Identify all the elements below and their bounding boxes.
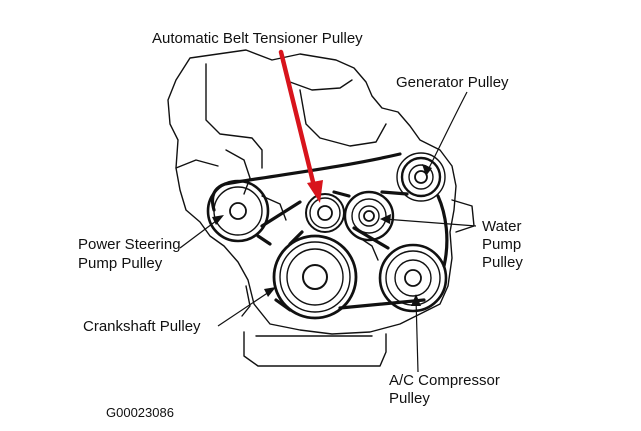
power-steering-label-line1: Power Steering [78, 236, 181, 253]
power-steering-leader [179, 217, 221, 249]
ac-compressor-leader [415, 297, 419, 373]
head-detail [281, 61, 353, 91]
drive-belt [210, 152, 449, 312]
oil-pan [243, 331, 387, 367]
crankshaft-arrowhead [264, 287, 276, 297]
ac-compressor-arrowhead [411, 294, 421, 306]
power-steering-pulley [206, 179, 270, 243]
tensioner-highlight-arrow [278, 49, 323, 203]
ac-compressor-label-line1: A/C Compressor [389, 372, 500, 389]
crankshaft-pulley [272, 234, 358, 320]
ac-compressor-pulley [378, 243, 448, 313]
head-detail-2 [299, 89, 387, 147]
lower-detail [241, 285, 251, 317]
side-detail-2 [175, 159, 219, 169]
power-steering-label-line2: Pump Pulley [78, 255, 163, 272]
upper-cover-detail [205, 63, 263, 169]
power-steering-arrowhead [212, 215, 224, 225]
tensioner-label: Automatic Belt Tensioner Pulley [152, 30, 363, 47]
tensioner-pulley [305, 193, 345, 233]
figure-code: G00023086 [106, 405, 174, 420]
water-pump-pulley [343, 190, 395, 242]
water-pump-label-line1: Water [482, 218, 522, 235]
crankshaft-leader [217, 289, 273, 327]
crankshaft-label: Crankshaft Pulley [83, 318, 201, 335]
water-pump-leader [383, 218, 477, 227]
water-pump-label-line3: Pulley [482, 254, 523, 271]
engine-block-outline [167, 49, 457, 335]
water-pump-arrowhead [380, 214, 391, 224]
water-pump-label-line2: Pump [482, 236, 522, 253]
block-detail [261, 195, 287, 221]
generator-pulley [396, 152, 446, 202]
generator-arrowhead [422, 164, 432, 176]
generator-label: Generator Pulley [396, 74, 509, 91]
side-detail [225, 149, 251, 195]
ac-compressor-label-line2: Pulley [389, 390, 430, 407]
block-detail-3 [451, 199, 475, 233]
generator-leader [427, 91, 468, 171]
